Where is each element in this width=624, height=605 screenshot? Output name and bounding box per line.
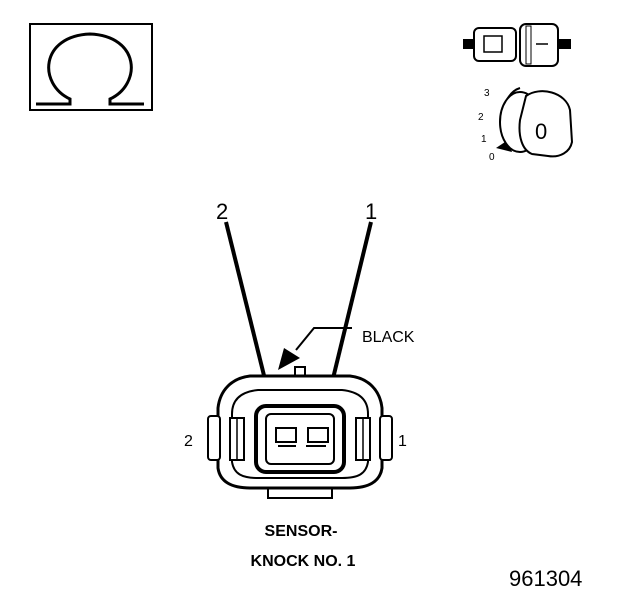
ohmmeter-icon (29, 23, 153, 111)
wire-color-label: BLACK (362, 329, 415, 346)
pin-2-label: 2 (216, 199, 228, 224)
side-pin-2-label: 2 (184, 433, 193, 450)
caption-line-1: SENSOR- (265, 523, 338, 540)
ignition-scale-2: 2 (478, 112, 484, 123)
ignition-key-position-label: 0 (535, 119, 547, 144)
side-pin-1-label: 1 (398, 433, 407, 450)
ignition-scale-3: 3 (484, 88, 490, 99)
pin-1-label: 1 (365, 199, 377, 224)
pointer-arrow (278, 327, 352, 370)
figure-number: 961304 (509, 566, 582, 591)
connector-face (207, 366, 393, 499)
disconnect-connector-icon (463, 23, 571, 67)
ignition-scale-0: 0 (489, 152, 495, 163)
ignition-off-icon: 3 2 1 0 0 (478, 87, 574, 163)
ignition-scale-1: 1 (481, 134, 487, 145)
caption-line-2: KNOCK NO. 1 (251, 553, 356, 570)
